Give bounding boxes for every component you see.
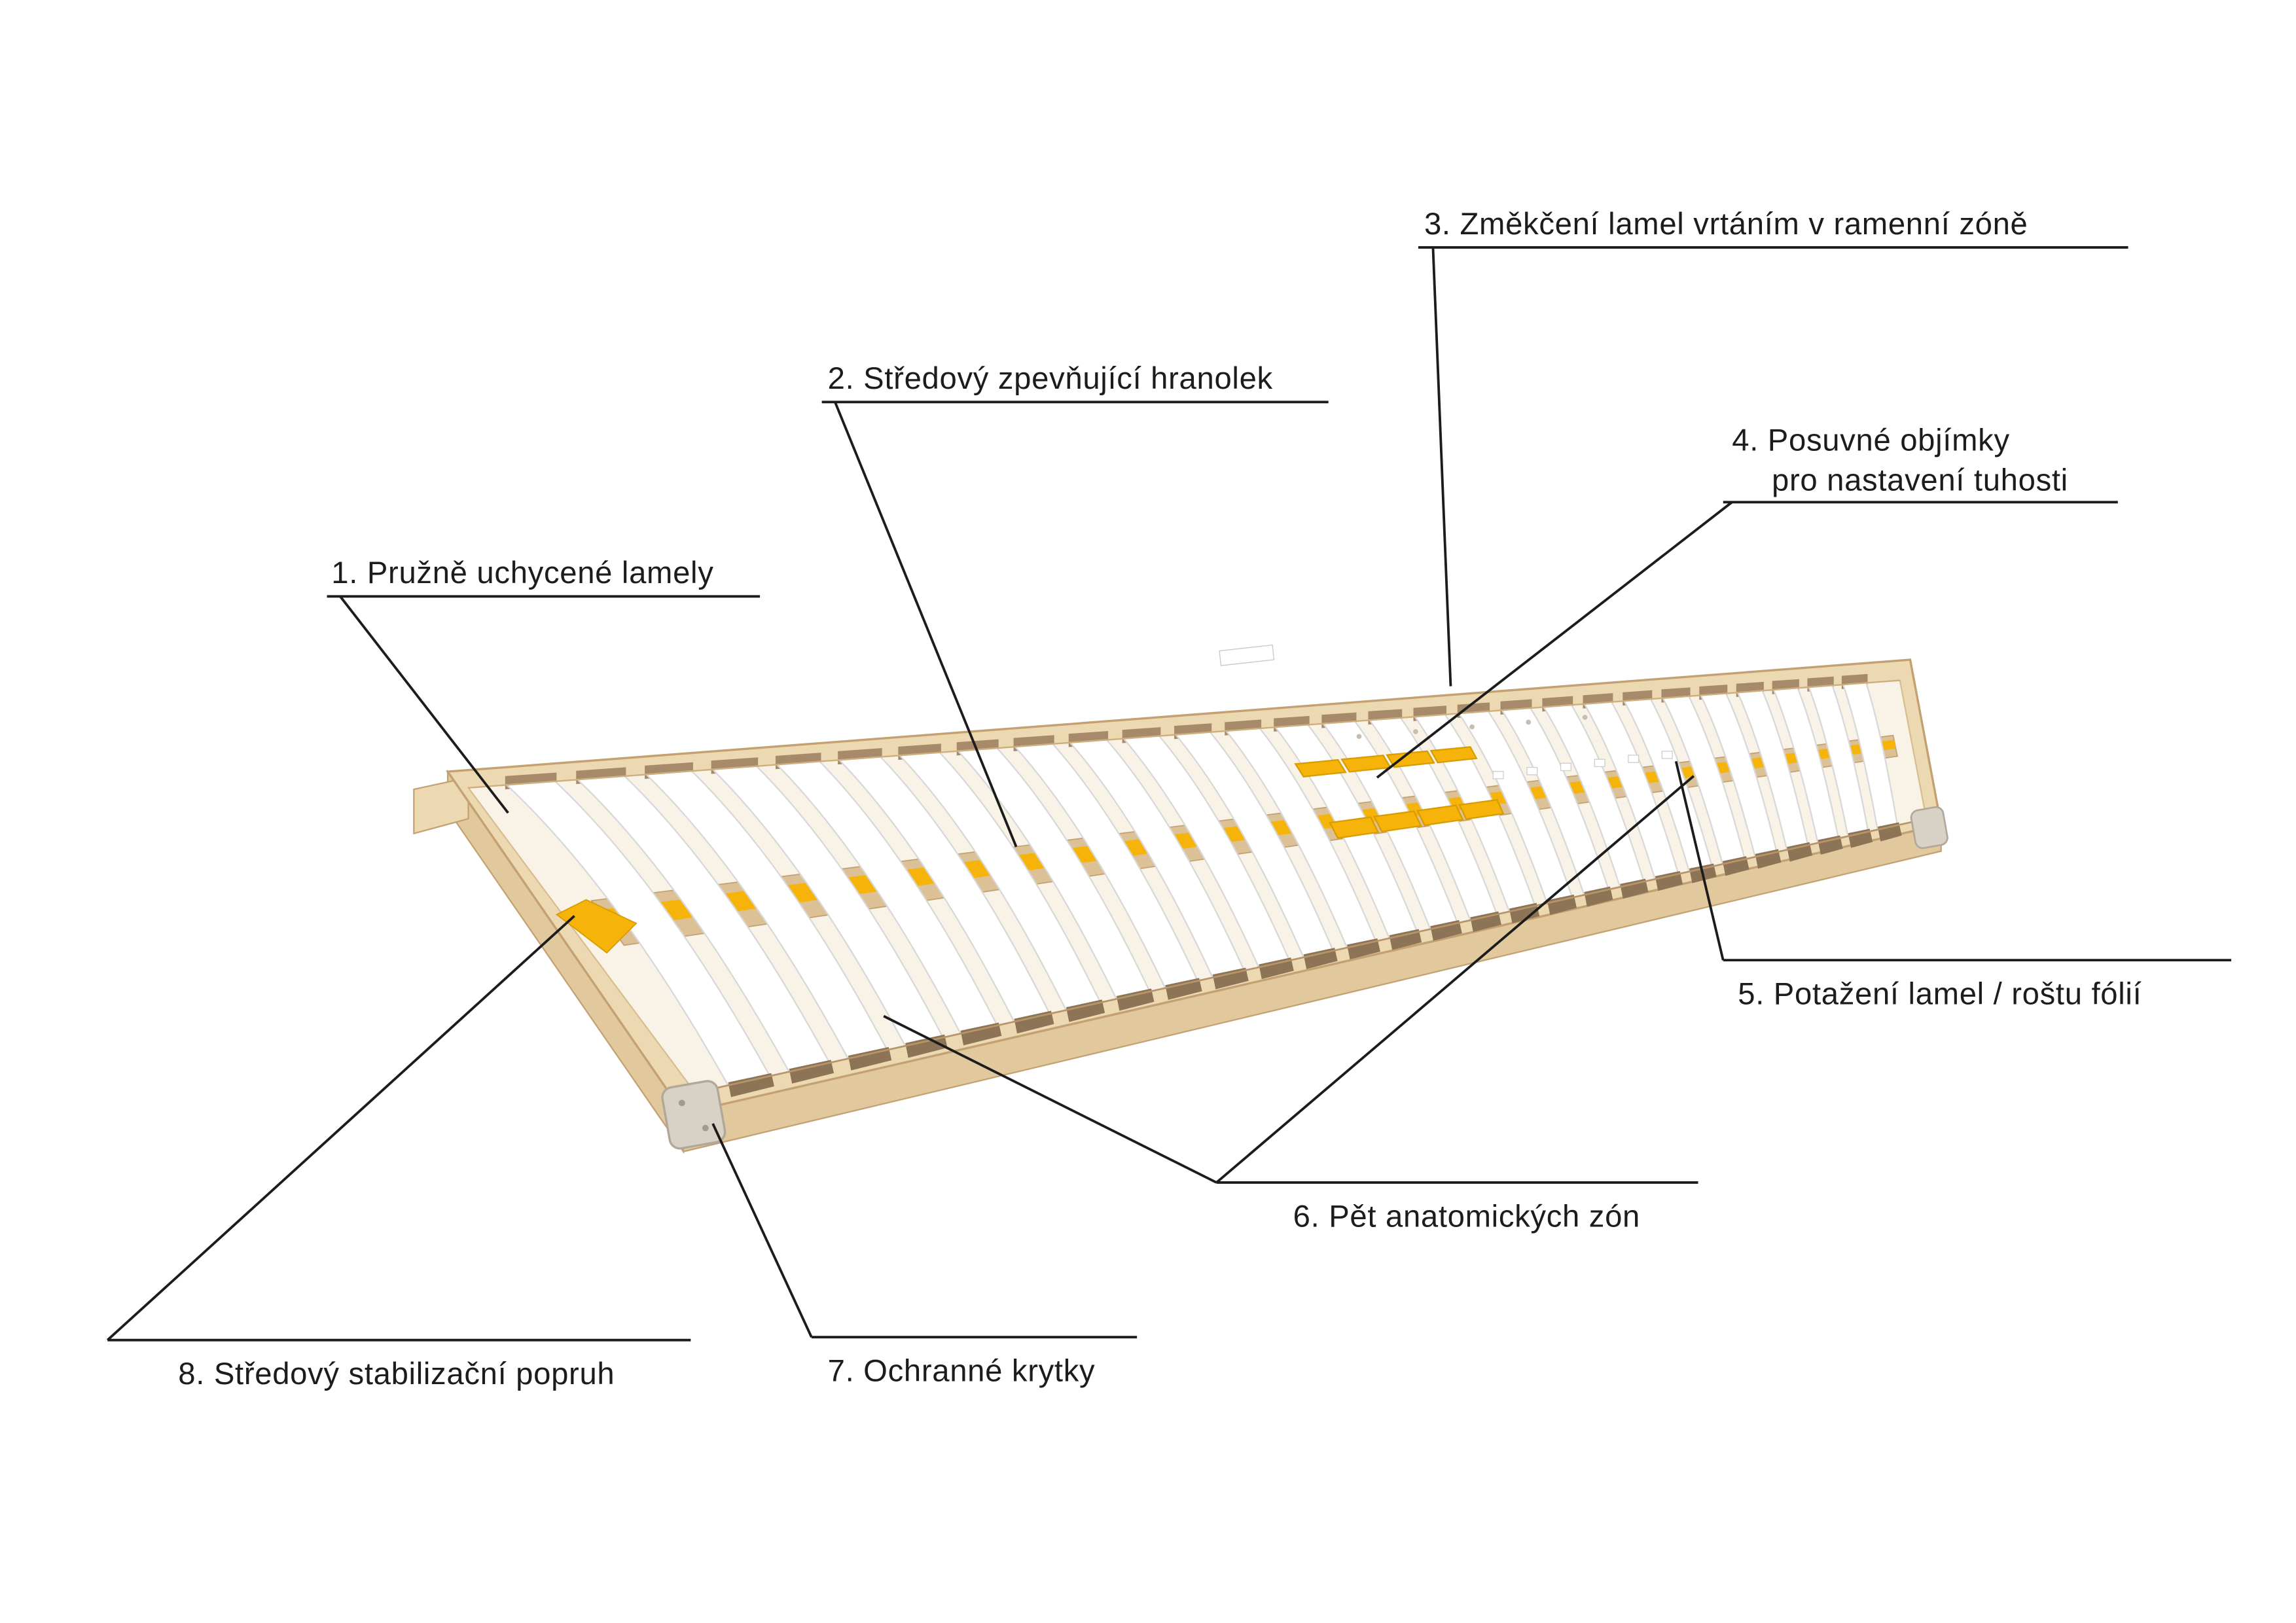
label-5-leader bbox=[1674, 760, 2232, 962]
label-2-text: 2. Středový zpevňující hranolek bbox=[827, 362, 1273, 397]
slat-holder bbox=[1547, 894, 1577, 916]
zone-marking bbox=[1661, 751, 1673, 759]
rail-sticker bbox=[1219, 644, 1275, 666]
slat-holder bbox=[1014, 1010, 1054, 1034]
stiffness-slider bbox=[1329, 816, 1380, 839]
slat-holder bbox=[1347, 938, 1380, 960]
stiffness-slider bbox=[1372, 810, 1422, 832]
zone-marking bbox=[1628, 755, 1640, 763]
cap-screw bbox=[702, 1124, 709, 1132]
label-6-text: 6. Pět anatomických zón bbox=[1293, 1200, 1641, 1234]
drill-hole bbox=[1413, 729, 1418, 734]
slat-holder bbox=[728, 1073, 774, 1097]
label-4-pointer bbox=[1376, 501, 1733, 779]
bed-parts bbox=[413, 644, 1948, 1154]
slat-holder bbox=[1430, 919, 1462, 941]
slat-holder bbox=[1212, 967, 1249, 990]
stiffness-slider bbox=[1386, 750, 1435, 768]
corner-cap bbox=[1910, 806, 1948, 849]
label-4-line2: pro nastavení tuhosti bbox=[1771, 463, 2068, 498]
label-6-pointer-right bbox=[1215, 775, 1695, 1184]
label-8-pointer bbox=[106, 915, 575, 1342]
strap-anchor bbox=[555, 899, 637, 954]
zone-marking bbox=[1526, 766, 1538, 776]
zone-marking bbox=[1492, 770, 1504, 779]
slat-holder bbox=[848, 1046, 892, 1071]
label-3-pointer bbox=[1431, 247, 1452, 687]
slat-holder bbox=[1116, 988, 1155, 1011]
label-6-leader bbox=[883, 775, 1698, 1184]
stiffness-slider bbox=[1458, 798, 1505, 820]
label-7-text: 7. Ochranné krytky bbox=[827, 1355, 1096, 1389]
slat-holder bbox=[1787, 842, 1813, 862]
leader-lines bbox=[106, 246, 2232, 1342]
label-4-text: 4. Posuvné objímky pro nastavení tuhosti bbox=[1732, 421, 2068, 501]
near-rail-edge bbox=[694, 817, 1927, 1094]
slat-holder bbox=[1470, 911, 1501, 933]
stiffness-slider bbox=[1416, 804, 1464, 827]
label-2-pointer bbox=[834, 401, 1018, 847]
slat-holder bbox=[1509, 902, 1540, 923]
frame-tongue bbox=[413, 776, 469, 835]
slat-holder bbox=[1303, 948, 1338, 969]
slat-holder bbox=[1818, 835, 1843, 855]
cap-screw bbox=[678, 1099, 685, 1107]
slat-holder bbox=[1620, 878, 1649, 899]
slat-holder bbox=[1389, 929, 1422, 950]
label-1-pointer bbox=[339, 596, 509, 814]
label-1-leader bbox=[327, 595, 761, 814]
far-rail-edge bbox=[468, 679, 1900, 789]
slat-holder bbox=[1848, 829, 1873, 848]
label-8-leader bbox=[106, 915, 691, 1342]
slat-holder bbox=[1655, 870, 1683, 891]
slat-holder bbox=[905, 1034, 948, 1058]
drill-hole bbox=[1356, 734, 1362, 740]
slat-holder bbox=[1722, 856, 1749, 876]
label-8-text: 8. Středový stabilizační popruh bbox=[178, 1357, 615, 1392]
drill-hole bbox=[1582, 715, 1588, 720]
slat-holder bbox=[789, 1060, 834, 1084]
label-3-leader bbox=[1418, 246, 2128, 687]
label-4-line1: 4. Posuvné objímky bbox=[1732, 424, 2010, 458]
label-3-text: 3. Změkčení lamel vrtáním v ramenní zóně bbox=[1424, 207, 2028, 242]
slat-holder bbox=[1877, 822, 1902, 842]
drill-hole bbox=[1469, 724, 1475, 730]
label-7-pointer bbox=[711, 1123, 813, 1338]
slat-holder bbox=[1165, 978, 1202, 1000]
zone-marking bbox=[1560, 762, 1571, 772]
label-5-text: 5. Potažení lamel / roštu fólií bbox=[1738, 978, 2142, 1012]
drill-hole bbox=[1526, 719, 1532, 725]
slat-holder bbox=[1584, 886, 1613, 907]
zone-marking bbox=[1594, 758, 1605, 768]
slat-holder bbox=[1259, 957, 1294, 980]
slat-holder bbox=[1066, 999, 1105, 1022]
label-4-leader bbox=[1376, 501, 2118, 779]
corner-cap bbox=[661, 1080, 726, 1150]
label-5-pointer bbox=[1674, 760, 1725, 961]
label-1-text: 1. Pružně uchycené lamely bbox=[331, 556, 714, 591]
stiffness-slider bbox=[1429, 746, 1478, 764]
label-6-pointer-left bbox=[883, 1014, 1217, 1184]
label-7-leader bbox=[711, 1123, 1138, 1339]
stiffness-slider bbox=[1294, 758, 1347, 777]
label-2-leader bbox=[821, 401, 1329, 847]
slat-holder bbox=[1755, 849, 1782, 869]
slat-holder bbox=[960, 1022, 1002, 1046]
